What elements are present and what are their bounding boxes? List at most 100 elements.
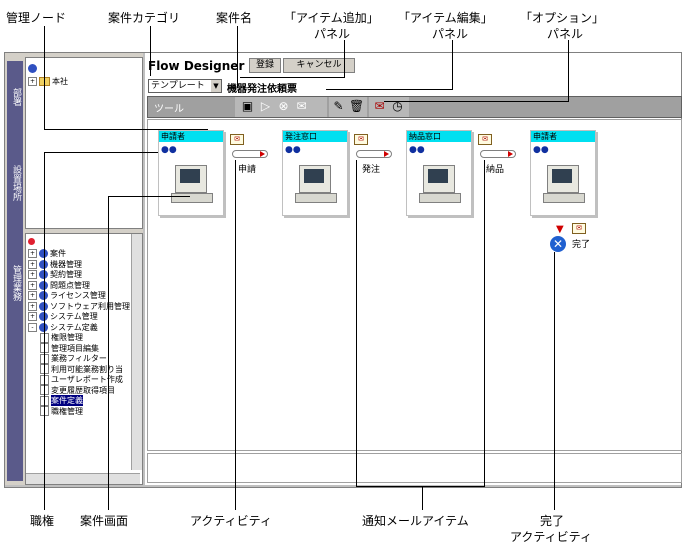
tree-item-label: 案件 (50, 249, 66, 258)
callout-complete-activity-2: アクティビティ (510, 530, 592, 544)
transition-label: 納品 (486, 165, 505, 175)
leader-admin-node-h (44, 129, 208, 130)
tree-item[interactable]: 変更履歴取得項目 (40, 385, 115, 396)
tree-hscrollbar[interactable] (26, 473, 140, 484)
toolbar-label: ツール (154, 104, 184, 115)
expand-icon[interactable]: + (28, 270, 37, 279)
tree-item[interactable]: 利用可能業務割り当 (40, 364, 123, 375)
expand-icon[interactable]: + (28, 312, 37, 321)
tree-root[interactable] (28, 64, 37, 73)
cancel-button[interactable]: キャンセル (283, 58, 355, 73)
tree-item-label: システム管理 (50, 312, 98, 321)
computer-icon[interactable] (547, 165, 579, 193)
callout-mail-item: 通知メールアイテム (362, 514, 469, 528)
tree-item[interactable]: +機器管理 (28, 259, 82, 270)
leader-admin-node-v (44, 26, 45, 130)
leader-edit-item-h (326, 89, 452, 90)
expand-icon[interactable]: + (28, 249, 37, 258)
callout-edit-item-panel-1: 「アイテム編集」 (398, 11, 493, 25)
tab-department[interactable]: 部署 (11, 88, 21, 106)
expand-icon[interactable]: + (28, 291, 37, 300)
expand-icon[interactable]: + (28, 301, 37, 311)
case-category-select[interactable]: テンプレート ▼ (148, 79, 222, 93)
activity-card[interactable]: 申請者 ●● (158, 130, 224, 216)
tab-management[interactable]: 管理業務 (11, 265, 21, 301)
role-group-icon[interactable]: ●● (533, 145, 549, 155)
register-button[interactable]: 登録 (249, 58, 281, 73)
tree-item[interactable]: 権限管理 (40, 332, 83, 343)
collapse-icon[interactable]: - (28, 322, 37, 332)
tree-item-label: 案件定義 (51, 395, 83, 406)
add-mail-icon[interactable]: ✉ (296, 99, 307, 113)
add-transition-icon[interactable]: ▷ (260, 99, 271, 113)
category-icon (39, 312, 48, 321)
mail-item[interactable]: ✉ (354, 134, 368, 145)
category-icon (39, 249, 48, 258)
schedule-option-icon[interactable]: ◷ (392, 99, 403, 113)
tree-item[interactable]: 業務フィルター (40, 353, 107, 364)
tree-item[interactable]: ユーザレポート作成 (40, 374, 123, 385)
mail-option-icon[interactable]: ✉ (374, 99, 385, 113)
edit-icon[interactable]: ✎ (333, 99, 344, 113)
leader-authority-h (44, 152, 158, 153)
flow-canvas[interactable]: 申請者●●発注窓口●●納品窓口●●申請者●●✉申請✉発注✉納品 ▼ ✉ ✕ 完了 (147, 119, 682, 451)
tree-item[interactable]: 職権管理 (40, 406, 83, 417)
transition-arrow[interactable] (232, 150, 268, 158)
delete-icon[interactable]: 🗑 (349, 99, 365, 113)
chevron-down-icon[interactable]: ▼ (211, 80, 221, 92)
transition-arrow[interactable] (480, 150, 516, 158)
activity-card[interactable]: 納品窓口●● (406, 130, 472, 216)
leader-option-h (384, 101, 568, 102)
expand-icon[interactable]: + (28, 280, 37, 290)
tree-item[interactable]: + ライセンス管理 (28, 290, 106, 301)
leader-case-category (150, 26, 151, 76)
tree-item-label: 管理項目編集 (51, 343, 99, 353)
add-item-panel (235, 97, 327, 117)
callout-case-name: 案件名 (216, 11, 253, 25)
tree-item-label: ライセンス管理 (50, 291, 106, 300)
tree-item[interactable]: - システム定義 (28, 322, 98, 333)
mail-item[interactable]: ✉ (478, 134, 492, 145)
category-icon (39, 291, 48, 300)
leader-mail-item-right (484, 160, 485, 486)
tree-item-label: ユーザレポート作成 (51, 375, 123, 384)
toolbar: ツール ▣ ▷ ⊗ ✉ ✎ 🗑 ✉ ◷ (147, 96, 682, 118)
tree-item[interactable]: +ソフトウェア利用管理 (28, 301, 130, 312)
tree-scrollbar[interactable] (131, 234, 142, 470)
activity-title: 申請者 (531, 131, 595, 142)
leader-add-item-h (240, 77, 344, 78)
tree-item[interactable]: +問題点管理 (28, 280, 90, 291)
transition-arrow[interactable] (356, 150, 392, 158)
designer-title: Flow Designer (148, 59, 245, 73)
mail-item[interactable]: ✉ (230, 134, 244, 145)
tab-location[interactable]: 設置場所 (11, 165, 21, 201)
tree-item[interactable]: 案件定義 (40, 395, 83, 406)
add-activity-icon[interactable]: ▣ (241, 99, 254, 113)
computer-icon[interactable] (299, 165, 331, 193)
tree-item-label: システム定義 (50, 322, 98, 332)
role-group-icon[interactable]: ●● (285, 145, 301, 155)
edit-item-panel (329, 97, 367, 117)
activity-card[interactable]: 発注窓口●● (282, 130, 348, 216)
tree-item-head-office[interactable]: + 本社 (28, 76, 68, 87)
tree-item[interactable]: + 案件 (28, 248, 66, 259)
activity-title: 申請者 (159, 131, 223, 142)
tree-item[interactable]: +契約管理 (28, 269, 82, 280)
role-group-icon[interactable]: ●● (409, 145, 425, 155)
role-group-icon[interactable]: ●● (161, 145, 177, 155)
activity-card[interactable]: 申請者 ●● (530, 130, 596, 216)
computer-icon[interactable] (175, 165, 207, 193)
complete-activity-icon[interactable]: ✕ (550, 236, 566, 252)
tree-item[interactable]: 管理項目編集 (40, 343, 99, 354)
status-area (147, 453, 682, 483)
callout-option-panel-2: パネル (547, 27, 584, 41)
callout-case-category: 案件カテゴリ (108, 11, 181, 25)
computer-icon[interactable] (423, 165, 455, 193)
add-complete-icon[interactable]: ⊗ (278, 99, 289, 113)
expand-icon[interactable]: + (28, 259, 37, 269)
keyboard-icon (419, 193, 461, 203)
tree-item[interactable]: + システム管理 (28, 311, 98, 322)
expand-icon[interactable]: + (28, 77, 37, 86)
tree-root-node[interactable] (28, 238, 35, 245)
mail-item[interactable]: ✉ (572, 223, 586, 234)
